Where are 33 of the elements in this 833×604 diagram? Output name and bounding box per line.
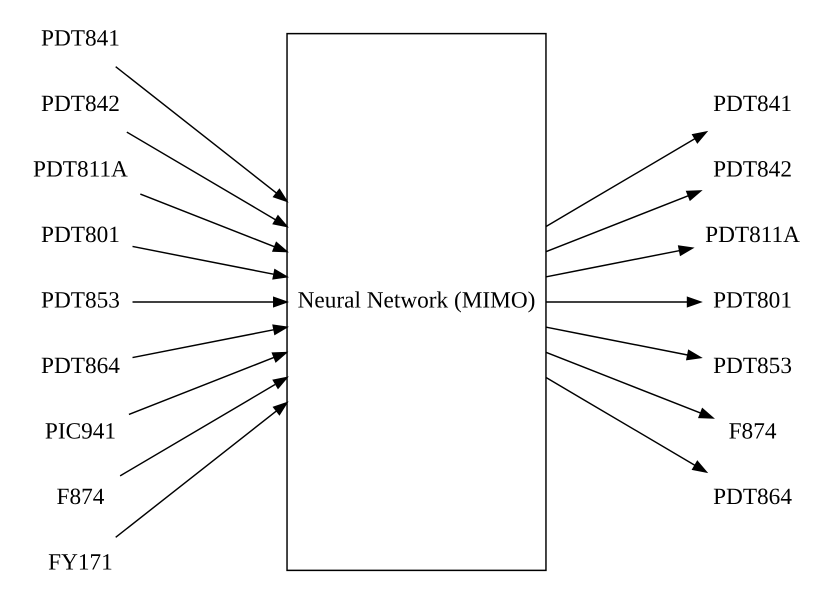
- arrow: [132, 324, 289, 358]
- arrow: [546, 352, 715, 419]
- arrow: [546, 326, 703, 360]
- arrow: [546, 245, 695, 278]
- node-text: F874: [56, 484, 104, 510]
- node-text: PDT801: [41, 222, 120, 248]
- node-text: PDT801: [713, 288, 792, 314]
- node-text: PDT841: [41, 26, 120, 52]
- node-text: PDT853: [41, 288, 120, 314]
- node-text: PDT811A: [705, 222, 800, 248]
- node-text: PDT841: [713, 91, 792, 118]
- arrow: [140, 193, 289, 252]
- node-box: Neural Network (MIMO): [286, 32, 547, 572]
- arrow: [128, 352, 288, 416]
- arrow: [546, 296, 703, 308]
- node-text: PDT842: [713, 156, 792, 183]
- node-text: PDT864: [713, 484, 792, 510]
- arrow: [120, 376, 289, 476]
- node-text: PIC941: [44, 418, 116, 444]
- node-text: PDT842: [41, 91, 120, 118]
- arrow: [132, 246, 289, 280]
- arrow: [126, 131, 289, 228]
- node-text: PDT811A: [33, 156, 128, 183]
- arrow: [115, 401, 289, 538]
- node-text: PDT853: [713, 352, 792, 379]
- arrow: [115, 66, 289, 203]
- node-text: F874: [728, 418, 776, 444]
- arrow: [546, 377, 708, 474]
- node-text: FY171: [48, 549, 113, 576]
- arrow: [546, 130, 708, 227]
- node-text: PDT864: [41, 352, 120, 379]
- arrow: [132, 296, 290, 308]
- arrow: [546, 190, 703, 252]
